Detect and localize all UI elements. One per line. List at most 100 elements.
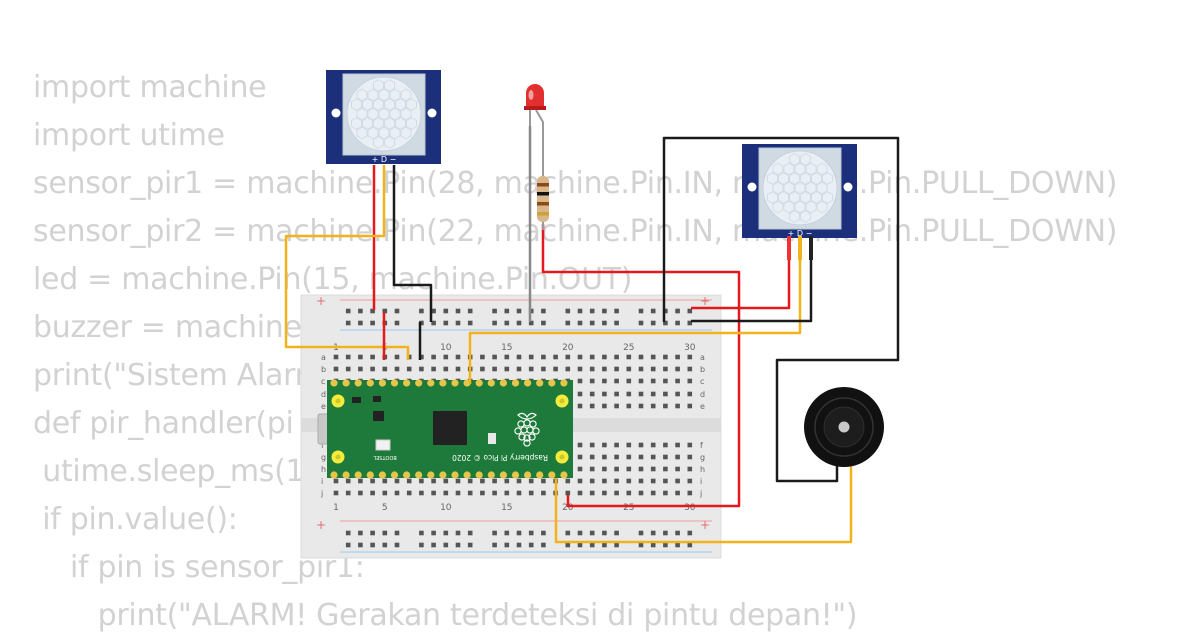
breadboard-hole xyxy=(638,442,644,448)
raspberry-berry xyxy=(528,433,536,441)
pico-pin xyxy=(342,471,350,479)
rail-hole xyxy=(565,308,571,314)
rail-hole xyxy=(443,542,449,548)
breadboard-hole xyxy=(492,366,497,372)
breadboard-hole xyxy=(589,454,595,460)
pir-hex-cell xyxy=(800,191,811,204)
wire-pir1-gnd xyxy=(392,165,433,322)
breadboard-hole xyxy=(614,490,619,496)
rail-hole xyxy=(602,308,607,314)
breadboard-hole xyxy=(577,391,583,397)
rail-hole xyxy=(541,308,546,314)
rail-hole xyxy=(589,542,595,548)
pir-hex-cell xyxy=(362,117,373,130)
breadboard-hole xyxy=(650,403,656,409)
breadboard-hole xyxy=(614,454,619,460)
pico-pin xyxy=(403,471,411,479)
column-label: 20 xyxy=(562,503,574,513)
breadboard-hole xyxy=(577,366,583,372)
mounting-hole-center xyxy=(559,454,565,460)
rail-hole xyxy=(577,308,583,314)
row-label: h xyxy=(321,465,326,474)
raspberry-berry xyxy=(523,434,531,442)
breadboard-hole xyxy=(650,490,656,496)
rail-hole xyxy=(455,542,461,548)
pir-hex-cell xyxy=(794,181,806,195)
breadboard-hole xyxy=(394,478,400,484)
pico-pin xyxy=(548,379,556,387)
pir-mount-hole xyxy=(427,108,437,118)
breadboard-hole xyxy=(565,478,571,484)
pico-pin xyxy=(366,471,374,479)
rail-hole xyxy=(675,308,680,314)
breadboard-hole xyxy=(504,478,510,484)
breadboard-hole xyxy=(345,490,351,496)
wires xyxy=(284,126,900,544)
breadboard-hole xyxy=(541,490,546,496)
breadboard-hole xyxy=(467,478,473,484)
pir-hex-cell xyxy=(406,117,417,130)
breadboard-hole xyxy=(382,490,388,496)
breadboard-hole xyxy=(553,366,558,372)
breadboard-hole xyxy=(602,403,607,409)
column-label: 10 xyxy=(440,343,452,353)
breadboard-hole xyxy=(443,366,449,372)
pir-hex-cell xyxy=(805,200,817,214)
pico-pin xyxy=(354,471,362,479)
pir-hex-pattern xyxy=(351,79,417,149)
breadboard-hole xyxy=(675,354,680,360)
breadboard-hole xyxy=(687,442,693,448)
breadboard-hole xyxy=(602,378,607,384)
breadboard-hole xyxy=(358,478,363,484)
rail-hole xyxy=(675,530,680,536)
row-label: d xyxy=(700,390,705,399)
pico-pin xyxy=(439,379,447,387)
rail-hole xyxy=(663,320,668,326)
breadboard-hole xyxy=(480,354,485,360)
breadboard-hole xyxy=(577,466,583,472)
breadboard-hole xyxy=(577,378,583,384)
rail-hole xyxy=(577,530,583,536)
wire-pir2-data xyxy=(468,236,802,384)
pico-pin xyxy=(463,471,471,479)
rail-hole xyxy=(675,320,680,326)
breadboard-hole xyxy=(333,478,339,484)
breadboard-hole xyxy=(626,366,632,372)
column-label: 15 xyxy=(501,343,512,353)
rail-hole xyxy=(589,530,595,536)
rail-hole xyxy=(394,320,400,326)
raspberry-berry xyxy=(529,420,537,428)
rail-hole xyxy=(602,320,607,326)
breadboard-hole xyxy=(650,454,656,460)
breadboard-hole xyxy=(480,366,485,372)
raspberry-berry xyxy=(532,427,540,435)
breadboard-hole xyxy=(614,466,619,472)
pir-hex-cell xyxy=(400,107,412,121)
rail-hole xyxy=(650,308,656,314)
breadboard-hole xyxy=(406,478,412,484)
breadboard-hole xyxy=(370,354,375,360)
breadboard-hole xyxy=(663,391,668,397)
pir-hex-cell xyxy=(356,126,368,140)
breadboard-hole xyxy=(382,478,388,484)
breadboard-hole xyxy=(528,354,534,360)
breadboard-hole xyxy=(528,366,534,372)
raspberry-logo-icon xyxy=(514,412,540,447)
breadboard-hole xyxy=(687,366,693,372)
pir-hex-cell xyxy=(816,181,828,195)
pir-hex-cell xyxy=(767,172,778,185)
breadboard-hole xyxy=(650,366,656,372)
pir-hex-cell xyxy=(778,191,789,204)
pir-hex-cell xyxy=(783,162,795,176)
pir-hex-cell xyxy=(351,117,362,130)
breadboard-hole xyxy=(626,378,632,384)
breadboard-hole xyxy=(394,354,400,360)
row-label: i xyxy=(700,477,702,486)
breadboard-hole xyxy=(541,478,546,484)
pir-hex-cell xyxy=(395,117,406,130)
pir-sensor-1: + D − xyxy=(326,70,441,164)
breadboard-hole xyxy=(675,442,680,448)
rail-hole xyxy=(687,308,693,314)
pico-pin xyxy=(427,471,435,479)
breadboard-hole xyxy=(492,478,497,484)
